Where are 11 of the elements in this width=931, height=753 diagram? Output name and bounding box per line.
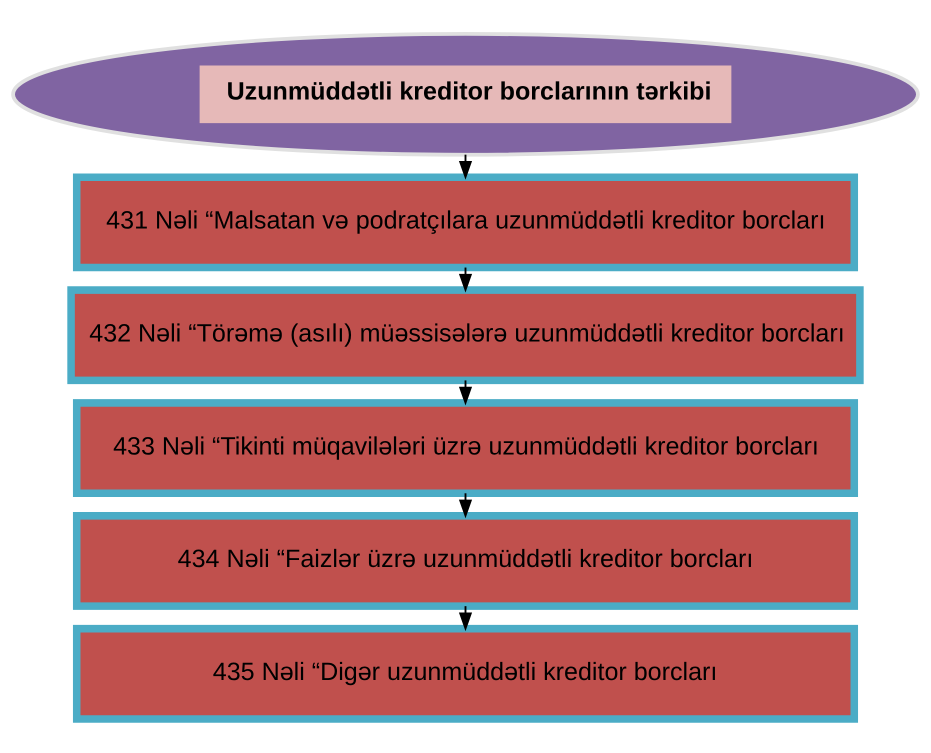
arrow [458, 493, 472, 518]
arrow [458, 606, 472, 632]
node-ellipse: Uzunmüddətli kreditor borclarının tərkibi [11, 32, 920, 157]
node-box: 435 Nəli “Digər uzunmüddətli kreditor borcları [72, 624, 858, 723]
node-box: 432 Nəli “Törəmə (asılı) müəssisələrə uzunmüddətli kreditor borcları [67, 286, 864, 384]
arrow [458, 268, 472, 293]
node-box: 434 Nəli “Faizlər üzrə uzunmüddətli kreditor borcları [72, 512, 858, 610]
arrow [458, 380, 472, 406]
node-box: 433 Nəli “Tikinti müqavilələri üzrə uzunmüddətli kreditor borcları [72, 399, 858, 497]
arrow [458, 154, 472, 180]
node-box: 431 Nəli “Malsatan və podratçılara uzunmüddətli kreditor borcları [72, 173, 858, 272]
